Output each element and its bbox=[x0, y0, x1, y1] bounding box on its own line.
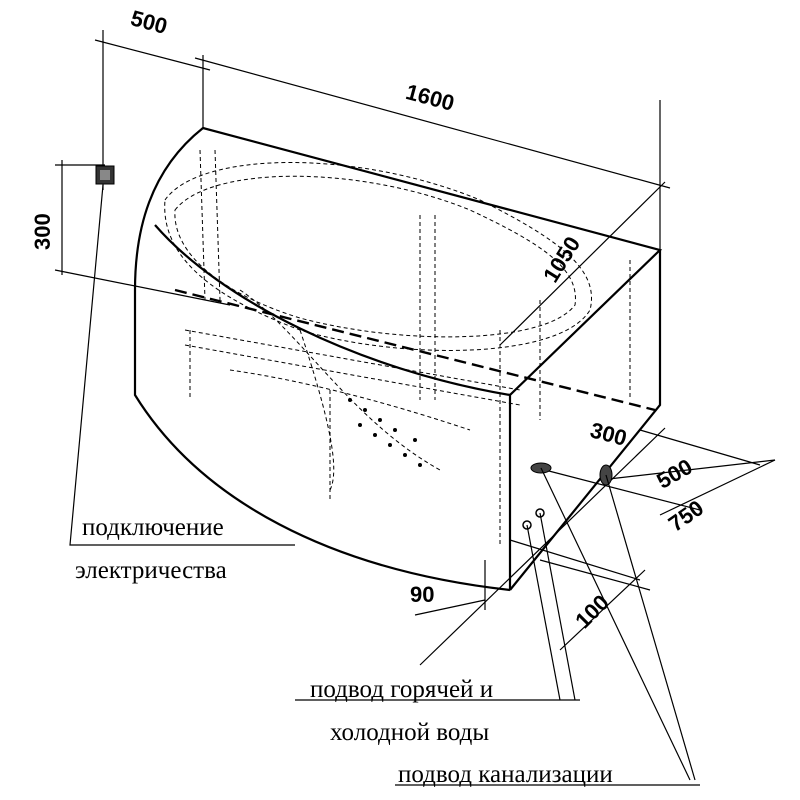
dimension-300-floor: 300 bbox=[588, 417, 630, 451]
air-jets bbox=[348, 398, 422, 467]
leader-lines bbox=[69, 184, 700, 786]
dimension-300-left: 300 bbox=[30, 213, 55, 250]
bathtub-outline bbox=[133, 126, 663, 592]
dimension-100: 100 bbox=[570, 590, 614, 634]
dimension-750: 750 bbox=[664, 495, 708, 537]
dimension-500-top: 500 bbox=[128, 5, 170, 39]
dimension-90: 90 bbox=[410, 582, 434, 607]
dimension-1600: 1600 bbox=[403, 79, 457, 116]
dimension-1050: 1050 bbox=[538, 232, 585, 287]
label-electricity-line2: электричества bbox=[75, 557, 227, 584]
reference-lines bbox=[54, 30, 776, 666]
dimension-500-floor: 500 bbox=[652, 454, 696, 494]
label-drain: подвод канализации bbox=[398, 761, 613, 788]
label-electricity-line1: подключение bbox=[82, 514, 224, 541]
label-water-line1: подвод горячей и bbox=[310, 676, 493, 703]
electrical-socket-icon bbox=[95, 165, 115, 185]
label-water-line2: холодной воды bbox=[330, 719, 489, 746]
